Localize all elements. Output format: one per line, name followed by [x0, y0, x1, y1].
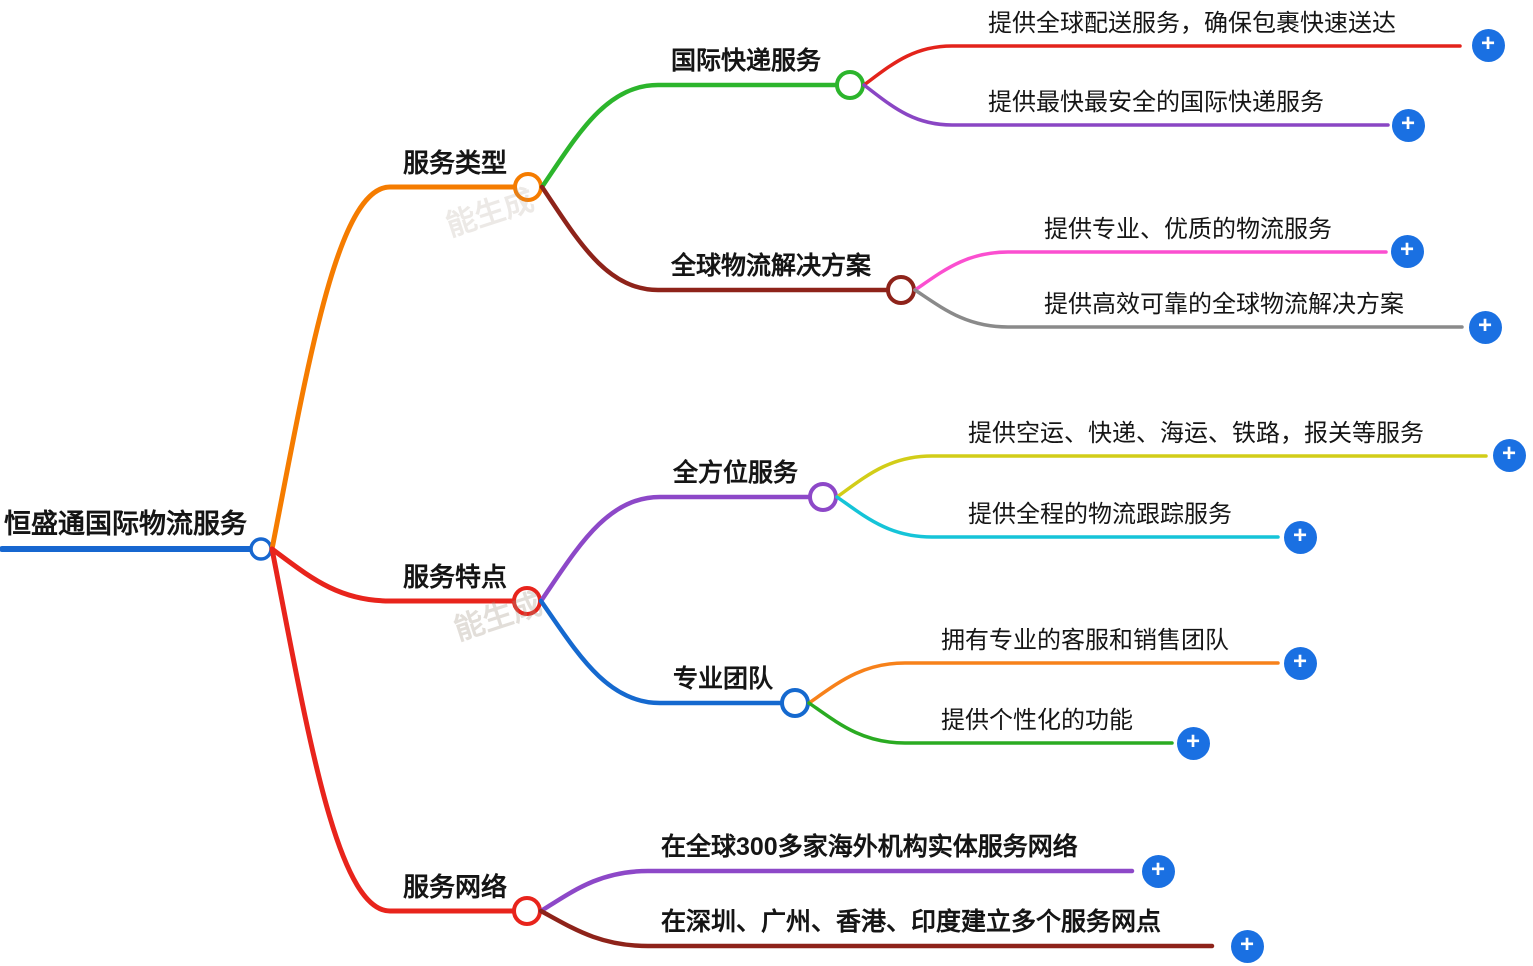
- edge-multi-modal-services: [835, 454, 1488, 499]
- plus-icon: +: [1477, 312, 1492, 339]
- add-child-button-global-delivery[interactable]: +: [1471, 28, 1505, 62]
- node-handle-all-round-service[interactable]: [808, 482, 838, 512]
- node-label-domestic-network[interactable]: 在深圳、广州、香港、印度建立多个服务网点: [661, 908, 1162, 936]
- node-label-service-network[interactable]: 服务网络: [403, 872, 508, 902]
- edge-overseas-network: [538, 868, 1135, 914]
- add-child-button-fastest-safest[interactable]: +: [1391, 108, 1425, 142]
- edge-professional-quality: [913, 250, 1388, 292]
- node-handle-intl-express[interactable]: [835, 70, 865, 100]
- node-label-personalized-features[interactable]: 提供个性化的功能: [941, 707, 1133, 734]
- node-label-multi-modal-services[interactable]: 提供空运、快递、海运、铁路，报关等服务: [968, 420, 1424, 447]
- plus-icon: +: [1185, 728, 1200, 755]
- node-handle-service-types[interactable]: [513, 172, 543, 202]
- node-label-global-logistics-solutions[interactable]: 全球物流解决方案: [671, 252, 872, 280]
- node-handle-service-features[interactable]: [512, 586, 542, 616]
- edge-service-sales-team: [807, 661, 1280, 705]
- node-label-professional-quality[interactable]: 提供专业、优质的物流服务: [1044, 216, 1332, 243]
- add-child-button-domestic-network[interactable]: +: [1230, 929, 1264, 963]
- add-child-button-full-tracking[interactable]: +: [1283, 520, 1317, 554]
- node-label-intl-express[interactable]: 国际快递服务: [671, 47, 822, 75]
- add-child-button-professional-quality[interactable]: +: [1390, 234, 1424, 268]
- edge-professional-team: [538, 598, 785, 706]
- edge-intl-express: [539, 82, 840, 190]
- node-label-efficient-reliable[interactable]: 提供高效可靠的全球物流解决方案: [1044, 291, 1404, 318]
- node-label-service-features[interactable]: 服务特点: [403, 562, 508, 592]
- plus-icon: +: [1239, 931, 1254, 958]
- add-child-button-multi-modal-services[interactable]: +: [1492, 438, 1526, 472]
- node-handle-professional-team[interactable]: [780, 688, 810, 718]
- node-label-root[interactable]: 恒盛通国际物流服务: [4, 509, 247, 539]
- node-label-service-types[interactable]: 服务类型: [403, 148, 508, 178]
- add-child-button-overseas-network[interactable]: +: [1141, 854, 1175, 888]
- plus-icon: +: [1292, 522, 1307, 549]
- node-label-full-tracking[interactable]: 提供全程的物流跟踪服务: [968, 501, 1232, 528]
- edge-personalized-features: [807, 701, 1174, 745]
- node-label-global-delivery[interactable]: 提供全球配送服务，确保包裹快速送达: [988, 10, 1396, 37]
- plus-icon: +: [1480, 30, 1495, 57]
- node-label-fastest-safest[interactable]: 提供最快最安全的国际快递服务: [988, 89, 1324, 116]
- node-label-all-round-service[interactable]: 全方位服务: [673, 459, 799, 487]
- edge-global-delivery: [862, 44, 1462, 87]
- edge-global-logistics-solutions: [539, 184, 891, 293]
- node-handle-root[interactable]: [249, 537, 273, 561]
- node-label-service-sales-team[interactable]: 拥有专业的客服和销售团队: [941, 627, 1229, 654]
- plus-icon: +: [1400, 110, 1415, 137]
- node-handle-service-network[interactable]: [512, 896, 542, 926]
- plus-icon: +: [1501, 440, 1516, 467]
- edge-all-round-service: [538, 494, 813, 604]
- plus-icon: +: [1150, 856, 1165, 883]
- edge-efficient-reliable: [913, 288, 1464, 329]
- plus-icon: +: [1399, 236, 1414, 263]
- node-label-professional-team[interactable]: 专业团队: [673, 665, 774, 693]
- edge-fastest-safest: [862, 83, 1390, 127]
- edge-service-network: [269, 546, 516, 914]
- add-child-button-service-sales-team[interactable]: +: [1283, 646, 1317, 680]
- edge-domestic-network: [538, 908, 1215, 949]
- node-handle-global-logistics-solutions[interactable]: [886, 275, 916, 305]
- add-child-button-efficient-reliable[interactable]: +: [1468, 310, 1502, 344]
- edge-service-types: [269, 184, 517, 552]
- add-child-button-personalized-features[interactable]: +: [1176, 726, 1210, 760]
- plus-icon: +: [1292, 648, 1307, 675]
- edge-service-features: [269, 546, 516, 604]
- node-label-overseas-network[interactable]: 在全球300多家海外机构实体服务网络: [661, 833, 1078, 861]
- edge-full-tracking: [835, 495, 1280, 539]
